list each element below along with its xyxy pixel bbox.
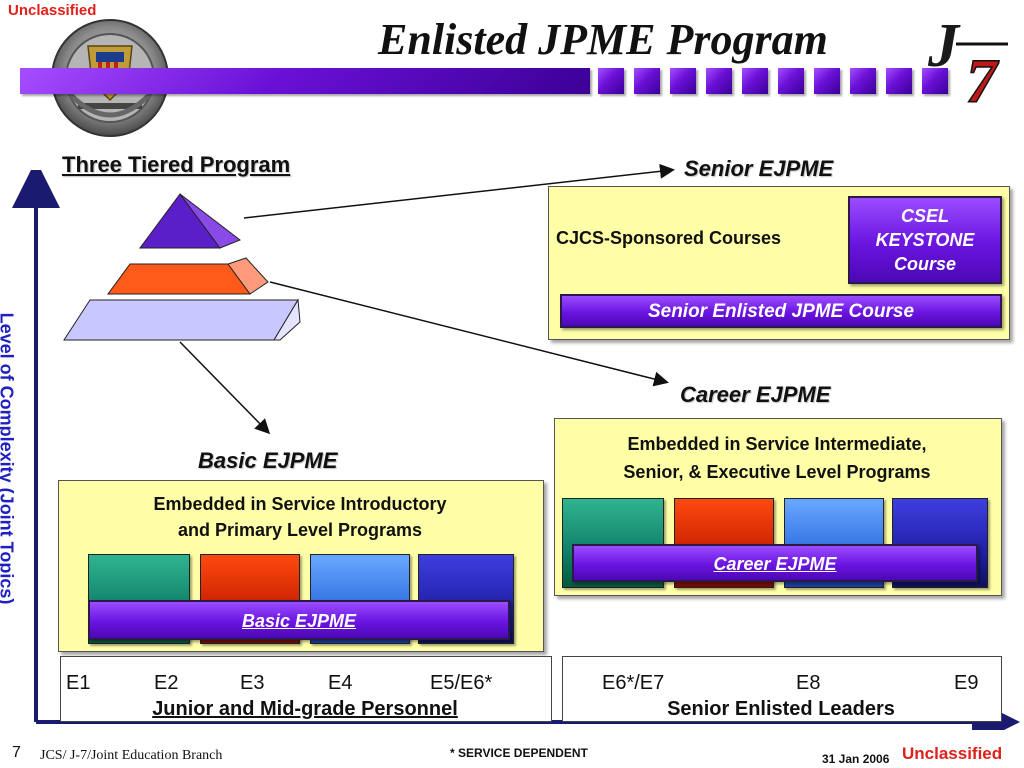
band-square bbox=[706, 68, 732, 94]
senior-course-bar: Senior Enlisted JPME Course bbox=[560, 294, 1002, 328]
senior-grade-box bbox=[562, 656, 1002, 722]
career-heading: Career EJPME bbox=[680, 382, 831, 407]
svg-text:J: J bbox=[927, 12, 961, 80]
senior-group-label: Senior Enlisted Leaders bbox=[667, 698, 895, 720]
junior-group-label: Junior and Mid-grade Personnel bbox=[152, 698, 458, 720]
grade-e4: E4 bbox=[328, 672, 353, 694]
senior-heading: Senior EJPME bbox=[684, 156, 834, 181]
career-desc-line-2: Senior, & Executive Level Programs bbox=[623, 462, 931, 482]
arrow-to-senior bbox=[243, 163, 675, 219]
grade-e5-e6: E5/E6* bbox=[430, 672, 493, 694]
csel-line-1: CSEL bbox=[900, 206, 949, 226]
footer-note: * SERVICE DEPENDENT bbox=[450, 746, 588, 760]
pyramid-heading: Three Tiered Program bbox=[62, 152, 291, 177]
band-square bbox=[742, 68, 768, 94]
arrow-to-career bbox=[269, 281, 669, 387]
basic-desc-line-1: Embedded in Service Introductory bbox=[153, 494, 447, 514]
arrow-to-basic bbox=[179, 341, 271, 435]
tiered-pyramid bbox=[63, 193, 301, 341]
complexity-axis bbox=[12, 170, 1020, 730]
csel-keystone-box: CSEL KEYSTONE Course bbox=[848, 196, 1002, 284]
grade-e1: E1 bbox=[66, 672, 91, 694]
cjcs-sponsored-label: CJCS-Sponsored Courses bbox=[556, 228, 782, 248]
career-desc-line-1: Embedded in Service Intermediate, bbox=[627, 434, 927, 454]
basic-heading: Basic EJPME bbox=[198, 448, 338, 473]
band-bar bbox=[20, 68, 590, 94]
grade-e8: E8 bbox=[796, 672, 821, 694]
career-bar: Career EJPME bbox=[572, 544, 978, 582]
csel-line-3: Course bbox=[893, 254, 956, 274]
grade-e9: E9 bbox=[954, 672, 979, 694]
grade-e6-e7: E6*/E7 bbox=[602, 672, 665, 694]
band-square bbox=[850, 68, 876, 94]
band-square bbox=[598, 68, 624, 94]
band-square bbox=[778, 68, 804, 94]
junior-grade-box bbox=[60, 656, 552, 722]
basic-bar: Basic EJPME bbox=[88, 600, 510, 640]
page-number: 7 bbox=[12, 744, 21, 761]
band-square bbox=[922, 68, 948, 94]
page-title: Enlisted JPME Program bbox=[378, 15, 828, 64]
band-square bbox=[886, 68, 912, 94]
classification-bottom: Unclassified bbox=[902, 744, 1003, 763]
grade-e3: E3 bbox=[240, 672, 265, 694]
footer-date: 31 Jan 2006 bbox=[822, 752, 890, 766]
basic-bar-label: Basic EJPME bbox=[241, 611, 357, 631]
band-square bbox=[814, 68, 840, 94]
band-square bbox=[670, 68, 696, 94]
career-bar-label: Career EJPME bbox=[713, 554, 837, 574]
classification-top: Unclassified bbox=[8, 2, 97, 19]
header-band bbox=[20, 64, 948, 98]
basic-desc-line-2: and Primary Level Programs bbox=[177, 520, 423, 540]
grade-e2: E2 bbox=[154, 672, 179, 694]
csel-line-2: KEYSTONE bbox=[875, 230, 975, 250]
footer-branch: JCS/ J-7/Joint Education Branch bbox=[40, 748, 223, 763]
band-square bbox=[634, 68, 660, 94]
